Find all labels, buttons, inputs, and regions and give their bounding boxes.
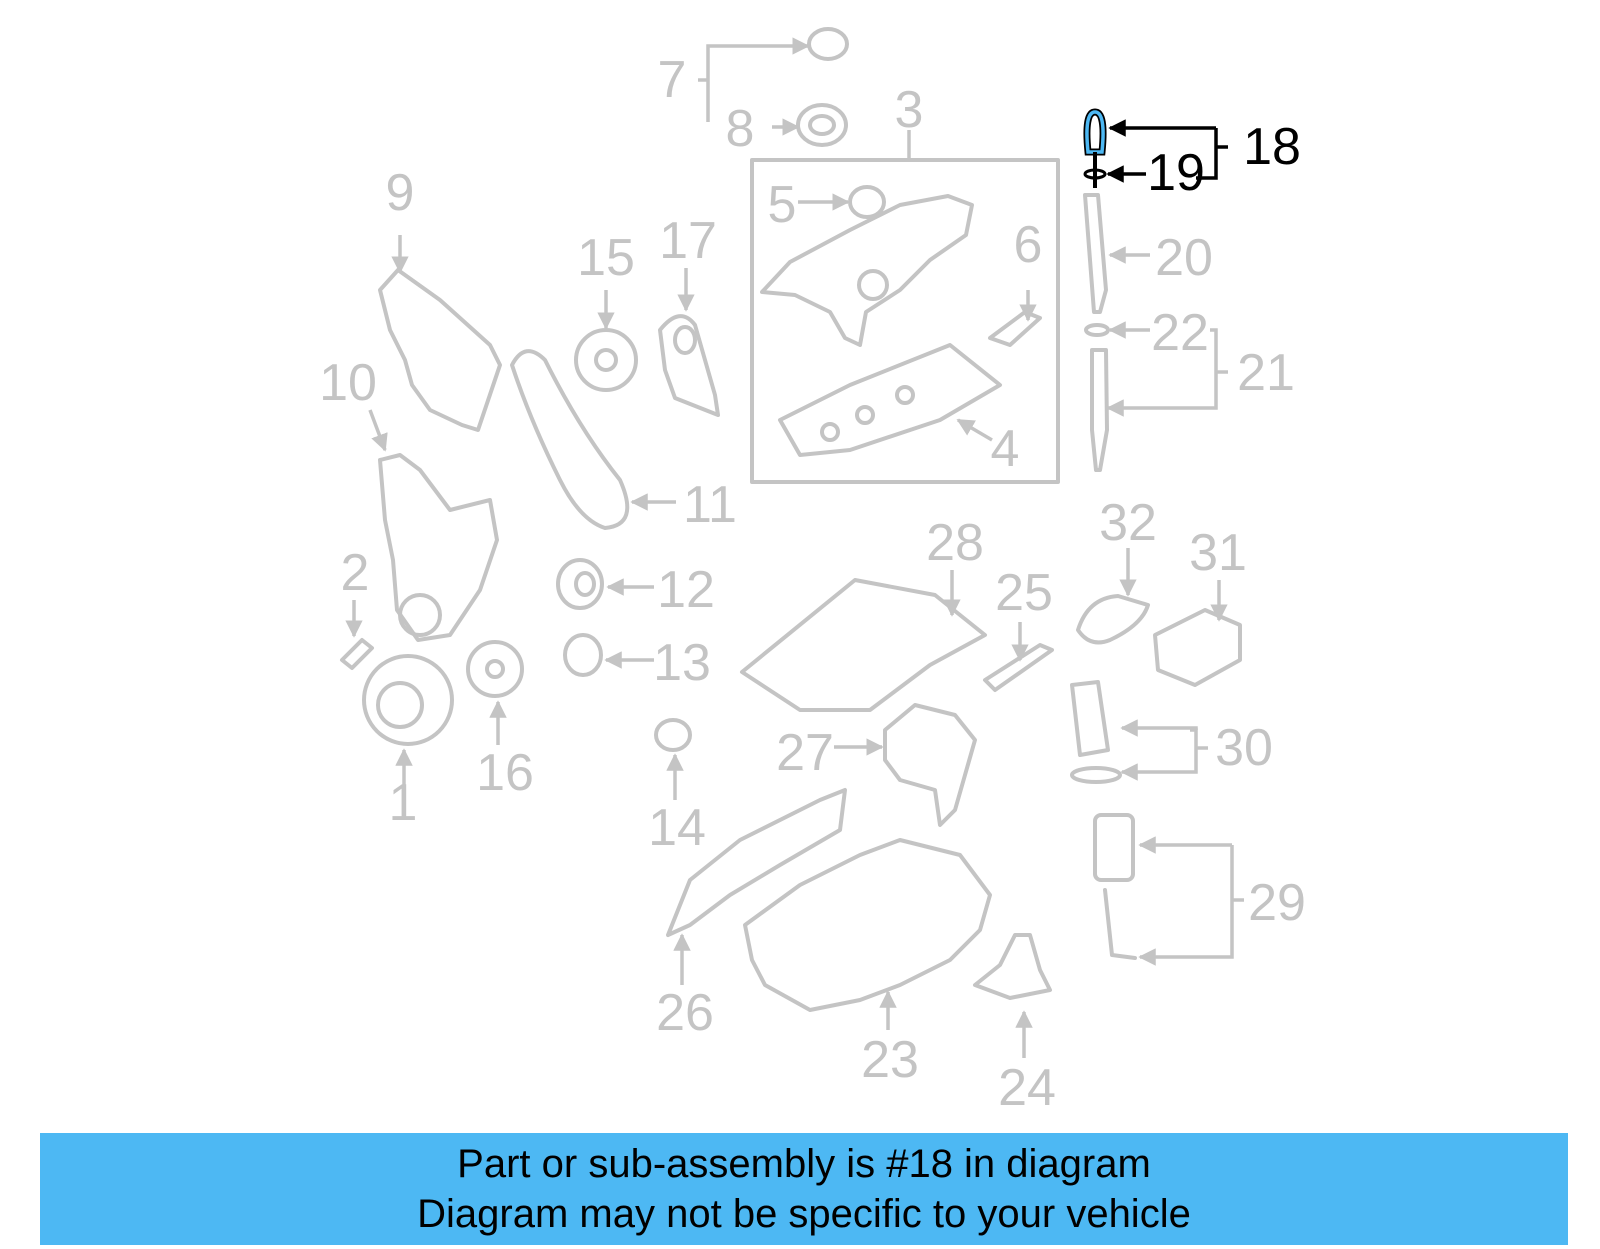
- label-30: 30: [1215, 719, 1273, 777]
- part-22-shape: [1084, 323, 1110, 337]
- callout-labels: 1 2 3 4 5 6 7 8 9 10 11 12 13 14 15 16 1…: [319, 51, 1306, 1117]
- label-26: 26: [656, 984, 714, 1042]
- label-16: 16: [476, 744, 534, 802]
- part-30-shape: [1070, 680, 1110, 757]
- part-23-shape: [743, 838, 992, 1012]
- leader-lines: [345, 37, 1244, 1058]
- part-20-shape: [1083, 193, 1108, 314]
- label-3: 3: [895, 81, 924, 139]
- label-27: 27: [776, 724, 834, 782]
- label-1: 1: [389, 774, 418, 832]
- info-banner: Part or sub-assembly is #18 in diagram D…: [40, 1133, 1568, 1245]
- label-24: 24: [998, 1059, 1056, 1117]
- part-11-shape: [510, 349, 630, 530]
- label-6: 6: [1014, 216, 1043, 274]
- label-22: 22: [1151, 304, 1209, 362]
- label-2: 2: [341, 544, 370, 602]
- label-19: 19: [1147, 144, 1205, 202]
- part-4-shape: [778, 343, 1002, 457]
- label-20: 20: [1155, 229, 1213, 287]
- label-12: 12: [657, 561, 715, 619]
- label-29: 29: [1248, 874, 1306, 932]
- label-18[interactable]: 18: [1243, 118, 1301, 176]
- part-26-shape: [666, 788, 847, 937]
- valve-cover-shape: [760, 194, 974, 347]
- part-8-shape: [796, 103, 848, 147]
- label-28: 28: [926, 514, 984, 572]
- part-10-shape: [378, 453, 499, 642]
- part-17-shape: [658, 314, 720, 417]
- part-drawings: [340, 27, 1242, 1012]
- label-17: 17: [659, 212, 717, 270]
- part-5-shape: [848, 185, 886, 219]
- label-32: 32: [1099, 494, 1157, 552]
- label-14: 14: [648, 799, 706, 857]
- part-24-shape: [973, 933, 1052, 1000]
- part-21-shape: [1090, 348, 1109, 472]
- part-9-shape: [378, 268, 502, 432]
- parts-diagram: 1 2 3 4 5 6 7 8 9 10 11 12 13 14 15 16 1…: [319, 27, 1306, 1117]
- label-11: 11: [683, 476, 737, 534]
- part-1-shape: [362, 654, 454, 746]
- label-10: 10: [319, 354, 377, 412]
- label-5: 5: [768, 176, 797, 234]
- part-31-shape: [1153, 608, 1242, 687]
- label-25: 25: [995, 564, 1053, 622]
- part-29-shape: [1093, 813, 1135, 882]
- label-21: 21: [1237, 344, 1295, 402]
- part-2-shape: [340, 638, 374, 670]
- part-19-shape: [1083, 168, 1107, 180]
- label-8: 8: [726, 100, 755, 158]
- label-31: 31: [1189, 524, 1247, 582]
- part-14-shape: [654, 718, 692, 752]
- label-4: 4: [991, 420, 1020, 478]
- part-27-shape: [883, 703, 977, 827]
- part-6-shape: [988, 310, 1042, 347]
- highlighted-part-18[interactable]: [1083, 108, 1107, 188]
- part-28-shape: [740, 578, 987, 712]
- part-13-shape: [563, 633, 603, 677]
- part-16-shape: [466, 640, 524, 698]
- part-12-shape: [556, 558, 604, 610]
- banner-disclaimer-line: Diagram may not be specific to your vehi…: [417, 1192, 1191, 1236]
- label-23: 23: [861, 1031, 919, 1089]
- label-15: 15: [577, 229, 635, 287]
- part-7-shape: [807, 27, 849, 61]
- part-32-shape: [1076, 594, 1150, 645]
- banner-part-line: Part or sub-assembly is #18 in diagram: [457, 1142, 1151, 1186]
- label-13: 13: [653, 634, 711, 692]
- label-7: 7: [658, 51, 687, 109]
- part-15-shape: [574, 328, 638, 392]
- part-3-box: [750, 158, 1060, 484]
- label-9: 9: [386, 164, 415, 222]
